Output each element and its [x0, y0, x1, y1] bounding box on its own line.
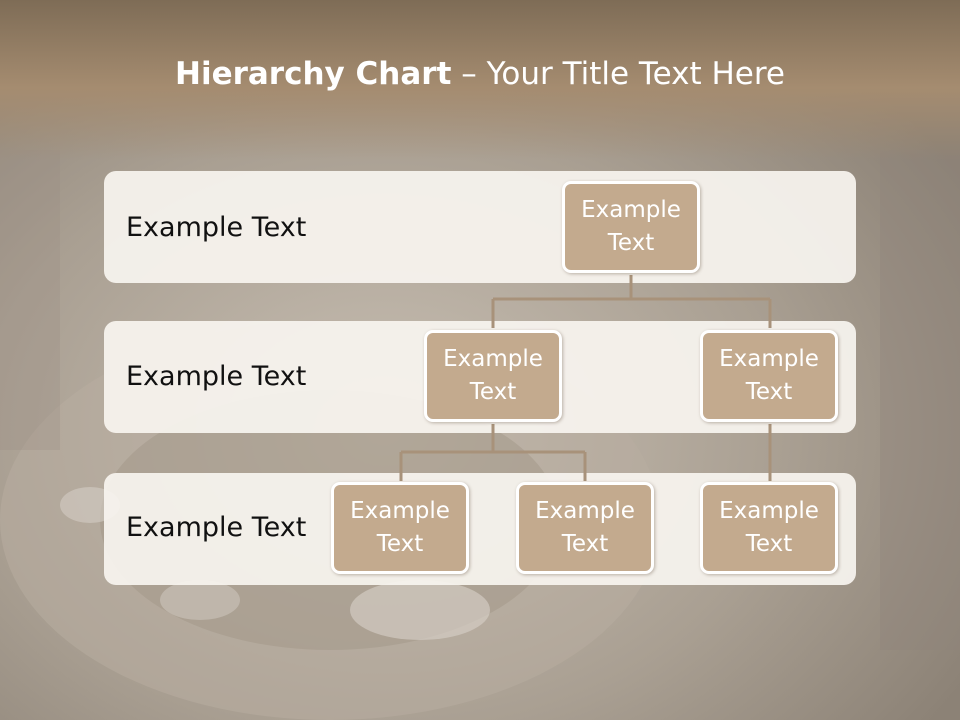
title-separator: –: [451, 56, 487, 92]
level-label-3: Example Text: [126, 512, 307, 543]
title-band: [0, 0, 960, 160]
node-level3-right[interactable]: Example Text: [700, 482, 838, 574]
node-level3-left-b[interactable]: Example Text: [516, 482, 654, 574]
slide-title: Hierarchy Chart – Your Title Text Here: [0, 56, 960, 92]
node-level2-right[interactable]: Example Text: [700, 330, 838, 422]
node-level3-left-a[interactable]: Example Text: [331, 482, 469, 574]
node-root[interactable]: Example Text: [562, 181, 700, 273]
node-level2-left[interactable]: Example Text: [424, 330, 562, 422]
title-bold: Hierarchy Chart: [175, 56, 452, 92]
level-label-1: Example Text: [126, 212, 307, 243]
title-rest: Your Title Text Here: [486, 56, 785, 92]
level-label-2: Example Text: [126, 361, 307, 392]
level-row-1: [104, 171, 856, 283]
